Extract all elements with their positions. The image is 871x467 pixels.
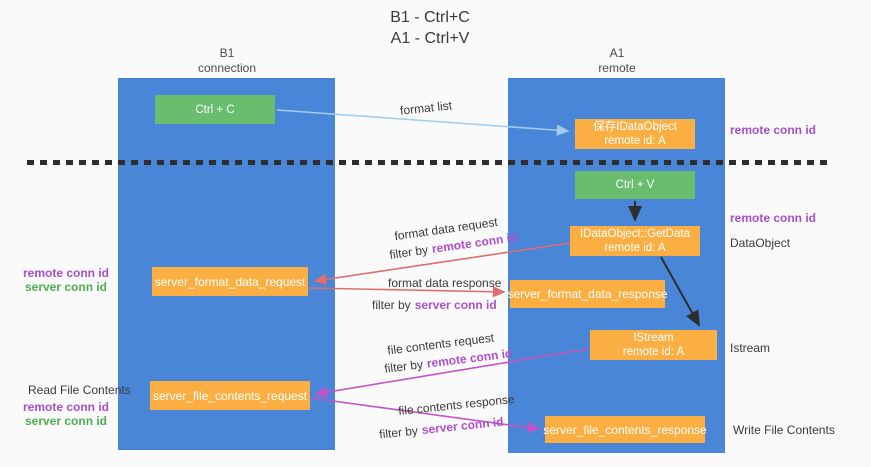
node-ctrl-v-label: Ctrl + V bbox=[615, 179, 655, 191]
node-istream-line2: remote id: A bbox=[622, 346, 685, 358]
node-server-file-contents-response-label: server_file_contents_response bbox=[543, 422, 707, 437]
label-left-conn-ids-2: remote conn id server conn id bbox=[20, 400, 112, 428]
server-conn-id-text: server conn id bbox=[24, 414, 108, 428]
node-server-format-data-response-label: server_format_data_response bbox=[507, 287, 668, 301]
node-server-format-data-request: server_format_data_request bbox=[152, 267, 308, 296]
label-server-conn-id-text: server conn id bbox=[421, 414, 505, 438]
header-b1-subtitle: connection bbox=[197, 61, 257, 75]
node-getdata-line2: remote id: A bbox=[604, 242, 666, 254]
label-filter-by-text: filter by bbox=[372, 298, 411, 312]
header-b1: B1 connection bbox=[147, 46, 307, 76]
header-b1-title: B1 bbox=[219, 46, 235, 60]
node-server-format-data-response: server_format_data_response bbox=[507, 280, 668, 308]
title-line1: B1 - Ctrl+C bbox=[390, 9, 470, 26]
server-conn-id-text: server conn id bbox=[24, 280, 108, 294]
label-right-remote-conn-id-1: remote conn id bbox=[730, 123, 816, 137]
read-file-contents-text: Read File Contents bbox=[28, 383, 131, 397]
remote-conn-id-text: remote conn id bbox=[730, 211, 817, 225]
node-ctrl-c: Ctrl + C bbox=[155, 95, 275, 124]
dashed-separator-line bbox=[27, 160, 830, 165]
page-title: B1 - Ctrl+C A1 - Ctrl+V bbox=[330, 7, 530, 49]
label-format-data-response-text: format data response bbox=[388, 276, 502, 290]
node-server-file-contents-request-label: server_file_contents_request bbox=[152, 388, 308, 403]
label-format-list: format list bbox=[399, 98, 452, 117]
node-save-idataobject: 保存IDataObject remote id: A bbox=[575, 119, 695, 149]
label-filter-by-text: filter by bbox=[383, 357, 424, 376]
node-istream: IStream remote id: A bbox=[590, 330, 717, 360]
label-right-remote-conn-id-2: remote conn id bbox=[730, 211, 816, 225]
label-dataobject: DataObject bbox=[730, 236, 790, 250]
node-istream-line1: IStream bbox=[633, 332, 674, 344]
label-read-file-contents: Read File Contents bbox=[28, 383, 131, 397]
title-line2: A1 - Ctrl+V bbox=[390, 30, 470, 47]
node-getdata-line1: IDataObject::GetData bbox=[580, 228, 690, 240]
header-a1-subtitle: remote bbox=[598, 61, 636, 75]
header-a1-title: A1 bbox=[609, 46, 625, 60]
node-ctrl-c-label: Ctrl + C bbox=[195, 103, 235, 116]
label-filter-by-text: filter by bbox=[388, 242, 429, 262]
label-server-conn-id-text: server conn id bbox=[414, 298, 497, 312]
header-a1: A1 remote bbox=[537, 46, 697, 76]
label-format-list-text: format list bbox=[399, 98, 453, 118]
remote-conn-id-text: remote conn id bbox=[730, 123, 817, 137]
node-save-idataobject-line2: remote id: A bbox=[604, 135, 666, 147]
node-server-file-contents-response: server_file_contents_response bbox=[543, 416, 707, 443]
node-ctrl-v: Ctrl + V bbox=[575, 171, 695, 199]
remote-conn-id-text: remote conn id bbox=[22, 266, 109, 280]
write-file-contents-text: Write File Contents bbox=[733, 423, 835, 437]
node-server-format-data-request-label: server_format_data_request bbox=[154, 274, 306, 289]
node-server-file-contents-request: server_file_contents_request bbox=[150, 381, 310, 410]
label-write-file-contents: Write File Contents bbox=[733, 423, 835, 437]
node-save-idataobject-line1: 保存IDataObject bbox=[593, 121, 677, 133]
remote-conn-id-text: remote conn id bbox=[22, 400, 109, 414]
label-istream-side: Istream bbox=[730, 341, 770, 355]
label-left-conn-ids-1: remote conn id server conn id bbox=[20, 266, 112, 294]
label-format-data-response: format data response bbox=[388, 276, 501, 290]
label-filter-by-text: filter by bbox=[378, 423, 419, 442]
node-idataobject-getdata: IDataObject::GetData remote id: A bbox=[570, 226, 700, 256]
dataobject-text: DataObject bbox=[730, 236, 791, 250]
istream-text: Istream bbox=[730, 341, 771, 355]
